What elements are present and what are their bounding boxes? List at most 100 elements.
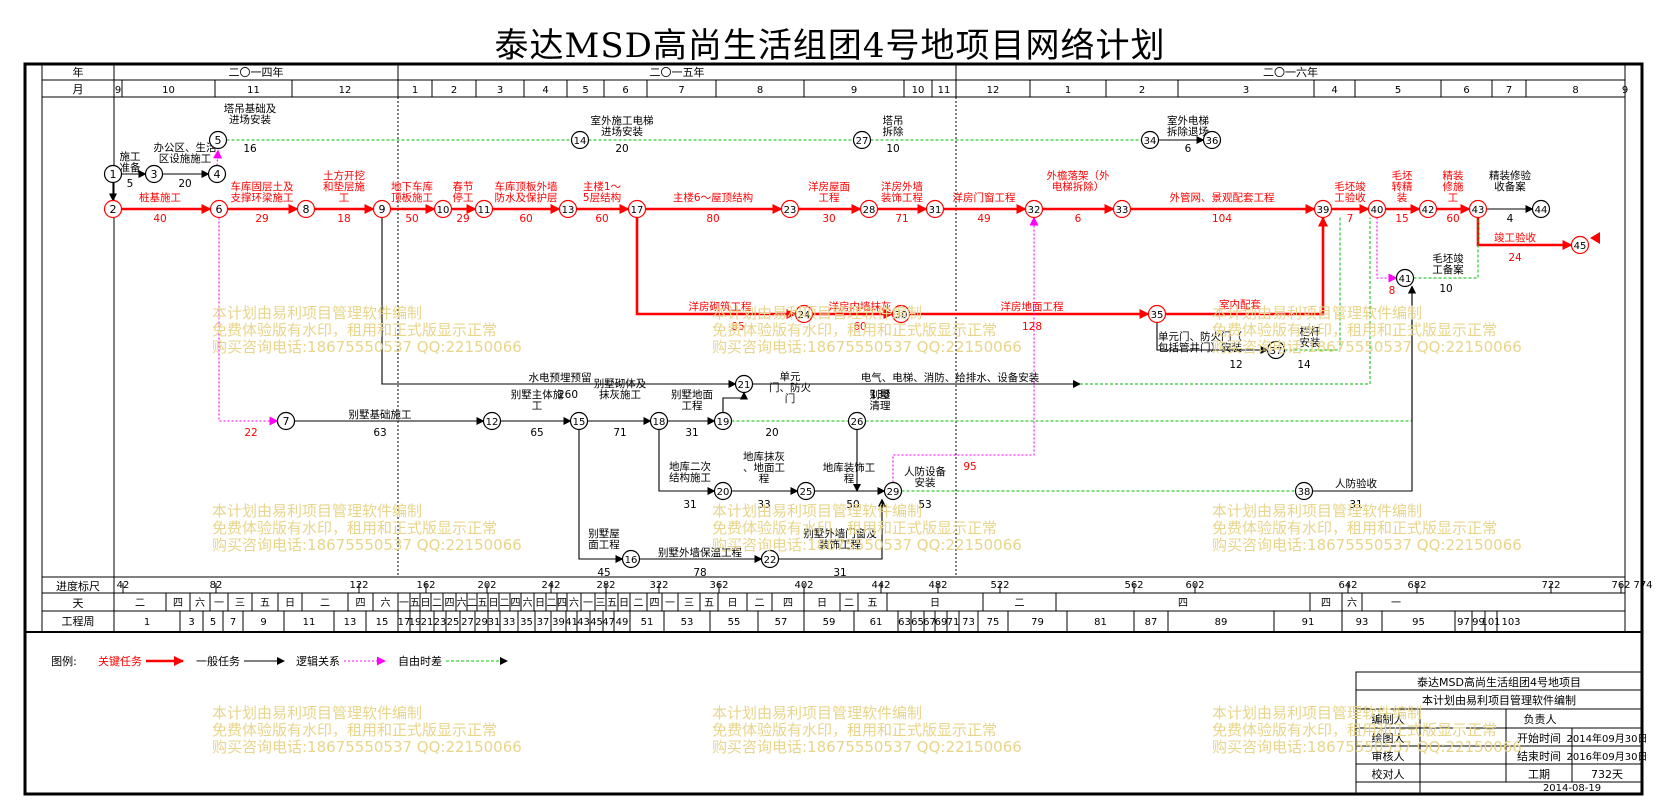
month-header-label: 月	[73, 83, 84, 96]
task-t38-name: 别墅地面	[671, 388, 713, 401]
task-t18-name: 装	[1397, 191, 1408, 204]
node-25	[796, 481, 816, 501]
year-label: 二〇一六年	[1263, 65, 1318, 79]
task-t20-duration: 4	[1507, 213, 1514, 225]
node-21	[734, 374, 754, 394]
day-cell: 六	[457, 597, 467, 609]
task-t47-duration: 31	[833, 567, 846, 579]
node-7-label: 7	[283, 415, 290, 428]
task-t13-duration: 71	[895, 213, 908, 225]
day-cell: 三	[235, 598, 245, 609]
progress-scale-label: 进度标尺	[56, 579, 100, 593]
day-cell: 六	[381, 597, 391, 609]
day-cell: 日	[619, 598, 629, 609]
node-27	[852, 130, 872, 150]
task-t6-duration: 18	[337, 213, 350, 225]
node-45-label: 45	[1574, 241, 1587, 252]
week-cell: 39	[552, 617, 565, 628]
node-3	[144, 164, 164, 184]
week-cell: 19	[409, 617, 422, 628]
day-cell: 二	[500, 598, 510, 609]
node-18-label: 18	[653, 417, 666, 428]
year-header-label: 年	[73, 65, 84, 79]
task-t14-name: 洋房门窗工程	[953, 191, 1016, 204]
node-29-label: 29	[887, 487, 900, 498]
node-8	[296, 199, 316, 219]
node-34	[1140, 130, 1160, 150]
task-t10-name: 主楼1～	[583, 180, 622, 193]
week-cell: 95	[1412, 617, 1425, 628]
task-t27-name: 洋房地面工程	[1001, 300, 1064, 313]
task-t31-name: 毛坯竣	[1432, 252, 1464, 265]
task-t34-duration: 138	[870, 389, 890, 401]
week-cell: 37	[537, 617, 550, 628]
node-43-label: 43	[1472, 205, 1485, 216]
info-end-value: 2016年09月30日	[1567, 750, 1648, 763]
scale-tick-label: 762	[1611, 580, 1630, 591]
day-cell: 四	[356, 598, 366, 609]
month-label: 10	[162, 85, 175, 96]
node-30	[891, 304, 911, 324]
node-40-label: 40	[1371, 205, 1384, 216]
task-t17-name: 毛坯竣	[1334, 180, 1366, 193]
node-41-label: 41	[1399, 274, 1412, 285]
task-t31-duration: 10	[1439, 283, 1452, 295]
task-t41-name: 程	[759, 473, 770, 485]
week-cell: 45	[590, 617, 603, 628]
week-cell: 9	[260, 617, 266, 628]
node-19	[713, 411, 733, 431]
task-t5-duration: 29	[255, 213, 268, 225]
task-t1-duration: 5	[127, 178, 134, 190]
node-10-label: 10	[437, 205, 450, 216]
task-t40-name: 结构施工	[669, 471, 711, 484]
day-cell: 日	[930, 598, 940, 609]
task-t40-duration: 31	[683, 499, 696, 511]
day-cell: 五	[868, 598, 878, 609]
day-cell: 四	[1178, 598, 1188, 609]
scale-tick-label: 82	[210, 580, 223, 591]
day-cell: 日	[817, 598, 827, 609]
node-23-label: 23	[784, 205, 797, 216]
node-13-label: 13	[562, 205, 575, 216]
node-35	[1147, 304, 1167, 324]
task-t11-name: 主楼6～屋顶结构	[673, 191, 753, 204]
day-cell: 六	[523, 597, 533, 609]
task-t3-name: 塔吊基础及	[224, 102, 277, 115]
page-title: 泰达MSD高尚生活组团4号地项目网络计划	[494, 26, 1166, 66]
scale-tick-label: 282	[596, 580, 615, 591]
task-t37-duration: 71	[613, 427, 626, 439]
node-15-label: 15	[573, 417, 586, 428]
task-t6-name: 土方开挖	[323, 169, 365, 182]
week-cell: 71	[947, 617, 960, 628]
task-t9-name: 车库顶板外墙	[495, 180, 558, 193]
day-cell: 日	[489, 598, 499, 609]
task-t45-duration: 45	[597, 567, 610, 579]
day-cell: 六	[569, 597, 579, 609]
info-start-label: 开始时间	[1517, 731, 1561, 745]
task-t26-duration: 60	[853, 321, 866, 333]
node-12-label: 12	[486, 417, 499, 428]
scale-tick-label: 442	[871, 580, 890, 591]
task-t6-name: 工	[339, 192, 350, 204]
activity-arrow	[212, 149, 222, 166]
task-t39-name: 清理	[870, 399, 891, 412]
info-software: 本计划由易利项目管理软件编制	[1422, 693, 1576, 707]
week-cell: 73	[962, 617, 975, 628]
task-t9-duration: 60	[519, 213, 532, 225]
task-t19-name: 工	[1448, 192, 1459, 204]
week-cell: 47	[602, 617, 615, 628]
task-t37-name: 抹灰施工	[599, 388, 641, 401]
task-t35-name: 别墅基础施工	[349, 408, 412, 421]
task-t30-duration: 14	[1297, 359, 1311, 371]
day-cell: 二	[320, 598, 330, 609]
task-t9-name: 防水及保护层	[495, 191, 558, 204]
month-label: 9	[851, 85, 857, 96]
task-t1-name: 准备	[120, 161, 141, 174]
task-t2-name: 区设施施工	[159, 152, 212, 165]
task-t8-name: 停工	[453, 191, 474, 204]
month-label: 11	[938, 85, 951, 96]
task-t42-name: 程	[844, 473, 855, 485]
task-t32-duration: 260	[558, 389, 578, 401]
day-cell: 二	[844, 598, 854, 609]
free-float-95: 95	[963, 461, 976, 473]
